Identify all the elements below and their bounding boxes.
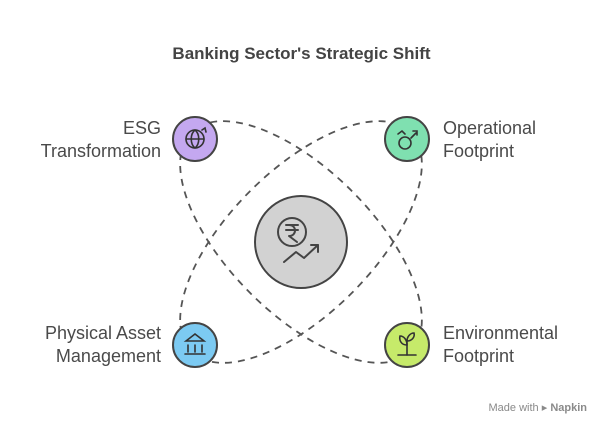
node-operational xyxy=(384,116,430,162)
plant-growth-icon xyxy=(397,332,417,356)
building-people-icon xyxy=(183,332,207,355)
made-with-credit: Made with ▸ Napkin xyxy=(488,402,587,414)
money-wings-icon xyxy=(397,129,418,150)
node-esg xyxy=(172,116,218,162)
diagram-title: Banking Sector's Strategic Shift xyxy=(172,44,431,63)
label-physical: Physical Asset Management xyxy=(44,323,161,366)
label-environmental: Environmental Footprint xyxy=(443,323,559,366)
rupee-growth-icon xyxy=(277,217,319,263)
node-environmental xyxy=(384,322,430,368)
center-node xyxy=(254,195,348,289)
globe-arrows-icon xyxy=(185,126,207,149)
label-esg: ESG Transformation xyxy=(40,118,161,161)
node-physical xyxy=(172,322,218,368)
napkin-logo-icon: ▸ xyxy=(541,402,548,414)
label-operational: Operational Footprint xyxy=(443,118,537,161)
